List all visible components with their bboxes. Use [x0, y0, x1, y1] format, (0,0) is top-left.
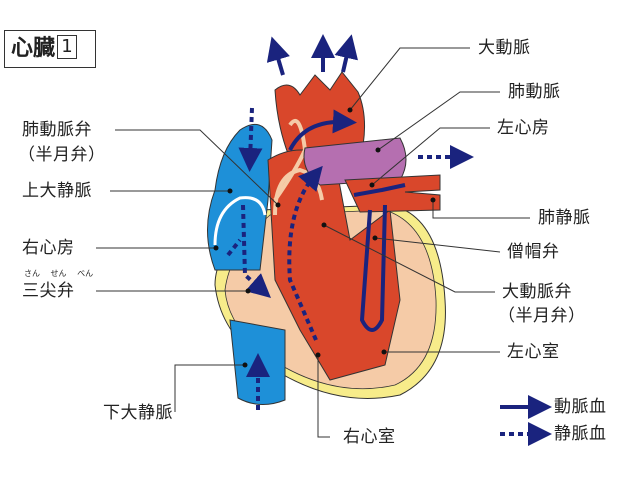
pulmonary-vein	[344, 174, 441, 213]
label-tricuspid-valve: 三尖弁	[22, 281, 75, 301]
title-number: 1	[57, 35, 78, 59]
label-superior-vena-cava: 上大静脈	[22, 181, 92, 201]
label-inferior-vena-cava: 下大静脈	[103, 403, 173, 423]
leader-lines	[96, 47, 530, 438]
legend-venous-blood: 静脈血	[554, 424, 607, 444]
label-right-atrium: 右心房	[22, 238, 75, 258]
label-aortic-valve-sub: （半月弁）	[498, 306, 586, 326]
ruby-tricuspid: さん せん べん	[24, 269, 94, 278]
label-pulmonary-valve: 肺動脈弁	[22, 120, 92, 140]
label-left-atrium: 左心房	[497, 118, 550, 138]
label-aorta: 大動脈	[478, 38, 531, 58]
label-pulmonary-vein: 肺静脈	[538, 208, 591, 228]
label-pulmonary-valve-sub: （半月弁）	[18, 145, 106, 165]
label-aortic-valve: 大動脈弁	[502, 282, 572, 302]
legend-arterial-blood: 動脈血	[554, 397, 607, 417]
label-left-ventricle: 左心室	[507, 342, 560, 362]
label-pulmonary-artery: 肺動脈	[508, 82, 561, 102]
label-right-ventricle: 右心室	[343, 427, 396, 447]
label-mitral-valve: 僧帽弁	[507, 242, 560, 262]
title-text: 心臓	[11, 36, 56, 61]
